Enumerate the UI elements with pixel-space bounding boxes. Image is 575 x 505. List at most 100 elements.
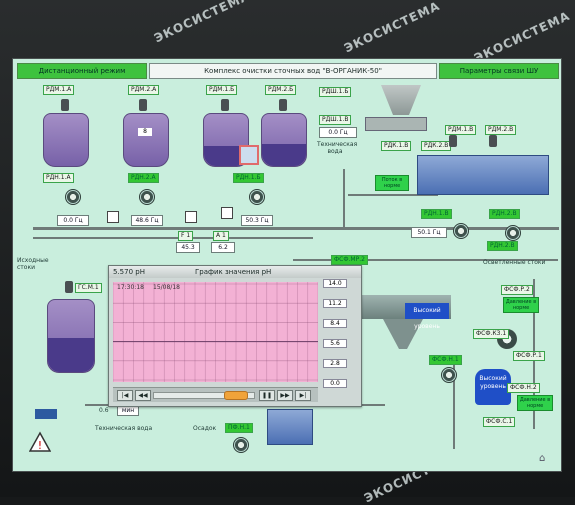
screw-conveyor[interactable]: [365, 117, 427, 131]
home-icon[interactable]: ⌂: [539, 453, 546, 464]
outlet-label: Осветленные стоки: [483, 259, 546, 266]
valve-icon[interactable]: [107, 211, 119, 223]
tag-rdn-2a: РДН.2.А: [128, 173, 159, 183]
trend-prev-button[interactable]: ◀◀: [135, 390, 151, 401]
tank-fill: [204, 146, 248, 166]
watermark: ЭКОСИСТЕМА: [471, 8, 573, 66]
trend-controls: |◀ ◀◀ ❚❚ ▶▶ ▶|: [113, 387, 318, 402]
trend-start-date: 15/08/18: [153, 284, 180, 291]
tag-pf-n1: ПФ.Н.1: [225, 423, 253, 433]
tag-gs-m1: ГС.М.1: [75, 283, 102, 293]
tag-rdn-2v: РДН.2.В: [489, 209, 520, 219]
trend-ph-value: 5.570 pH: [113, 268, 145, 276]
tag-rdk-1v: РДК.1.В: [381, 141, 412, 151]
trend-y-tick: 5.6: [323, 339, 347, 348]
trend-title: График значения pH: [195, 268, 272, 276]
freq-readout-1: 0.0 Гц: [57, 215, 89, 226]
trend-titlebar[interactable]: 5.570 pH График значения pH: [109, 266, 361, 278]
trend-next-button[interactable]: ▶▶: [277, 390, 293, 401]
tag-rdm-2v: РДМ.2.В: [485, 125, 517, 135]
status-panel: [35, 409, 57, 419]
buffer-tank: [47, 299, 95, 373]
trend-y-tick: 8.4: [323, 319, 347, 328]
tag-rdm-1b: РДМ.1.Б: [206, 85, 238, 95]
trend-y-tick: 11.2: [323, 299, 347, 308]
dosing-pump-1b[interactable]: [249, 189, 265, 205]
tag-rdn-1a: РДН.1.А: [43, 173, 74, 183]
tag-f1: F 1: [178, 231, 194, 241]
tag-rdn-2v-b: РДН.2.В: [487, 241, 518, 251]
tank-level-readout: 8: [138, 128, 152, 136]
trend-chart: [113, 282, 318, 382]
high-level-indicator: Высокий уровень: [405, 303, 449, 330]
tag-rdn-1b: РДН.1.Б: [233, 173, 264, 183]
page-title: Комплекс очистки сточных вод "В-ОРГАНИК-…: [149, 63, 437, 79]
tag-fsf-n1: ФСФ.Н.1: [429, 355, 462, 365]
pipe-horizontal-2: [33, 237, 313, 239]
mixer-motor-2v[interactable]: [489, 135, 497, 147]
mixer-motor-2b[interactable]: [279, 99, 287, 111]
tank-fill: [262, 144, 306, 166]
trend-pause-button[interactable]: ❚❚: [259, 390, 275, 401]
flow-status-badge: Поток в норме: [375, 175, 409, 191]
freq-readout-screw: 0.0 Гц: [319, 127, 357, 138]
tag-rdsh-1b: РДШ.1.Б: [319, 87, 352, 97]
trend-last-button[interactable]: ▶|: [295, 390, 311, 401]
comm-params-button[interactable]: Параметры связи ШУ: [439, 63, 559, 79]
warning-triangle-icon[interactable]: !: [28, 431, 52, 453]
tag-fsf-r2: ФСФ.Р.2: [501, 285, 533, 295]
mixer-motor-gs[interactable]: [65, 281, 73, 293]
watermark: ЭКОСИСТЕМА: [151, 0, 253, 46]
trend-start-time: 17:30:18: [117, 284, 144, 291]
clarifier: Высокий уровень: [355, 295, 451, 349]
tag-fsf-n2: ФСФ.Н.2: [507, 383, 540, 393]
pipe-right-vertical: [453, 359, 455, 449]
trend-y-tick: 14.0: [323, 279, 347, 288]
pipe-outlet: [293, 259, 558, 261]
svg-text:!: !: [38, 439, 42, 452]
filter-feed-pump[interactable]: [441, 367, 457, 383]
tag-rdm-1a: РДМ.1.А: [43, 85, 75, 95]
tag-rdk-2v: РДК.2.В: [421, 141, 452, 151]
freq-readout-2: 48.6 Гц: [131, 215, 163, 226]
trend-scrollbar[interactable]: [153, 391, 255, 400]
time-label: 0.6: [99, 407, 109, 414]
valve-icon[interactable]: [221, 207, 233, 219]
tag-rdm-1v: РДМ.1.В: [445, 125, 477, 135]
pipe-main-horizontal: [33, 227, 559, 230]
pipe-vertical: [343, 169, 345, 229]
trend-first-button[interactable]: |◀: [117, 390, 133, 401]
watermark: ЭКОСИСТЕМА: [341, 0, 443, 56]
dosing-pump-1a[interactable]: [65, 189, 81, 205]
tag-a1: A 1: [213, 231, 229, 241]
mixer-motor-1v[interactable]: [449, 135, 457, 147]
sensor-probe[interactable]: [239, 145, 259, 165]
dosing-pump-2v[interactable]: [505, 225, 521, 241]
ph-trend-window[interactable]: 5.570 pH График значения pH 17:30:18 15/…: [108, 265, 362, 407]
dosing-pump-1v[interactable]: [453, 223, 469, 239]
tank-2b: [261, 113, 307, 167]
inlet-label: Исходные стоки: [17, 257, 49, 271]
freq-readout-4: 50.1 Гц: [411, 227, 447, 238]
sediment-label: Осадок: [193, 425, 217, 432]
mixer-motor-1a[interactable]: [61, 99, 69, 111]
pipe-to-tanks: [348, 194, 438, 196]
mixer-motor-1b[interactable]: [221, 99, 229, 111]
valve-icon[interactable]: [185, 211, 197, 223]
trend-plot-area: 17:30:18 15/08/18: [113, 282, 318, 382]
flow-readout: 45.3: [176, 242, 200, 253]
mixer-motor-2a[interactable]: [139, 99, 147, 111]
tag-rdn-1v: РДН.1.В: [421, 209, 452, 219]
tag-fsf-k3: ФСФ.К3.1: [473, 329, 510, 339]
hopper: [381, 85, 421, 115]
filter-high-level: Высокий уровень: [475, 369, 511, 405]
tank-fill: [48, 338, 94, 372]
sludge-pump[interactable]: [233, 437, 249, 453]
trend-scroll-thumb[interactable]: [224, 391, 248, 400]
remote-mode-button[interactable]: Дистанционный режим: [17, 63, 147, 79]
tech-water-bottom-label: Техническая вода: [95, 425, 153, 432]
dosing-pump-2a[interactable]: [139, 189, 155, 205]
sludge-tank: [267, 409, 313, 445]
